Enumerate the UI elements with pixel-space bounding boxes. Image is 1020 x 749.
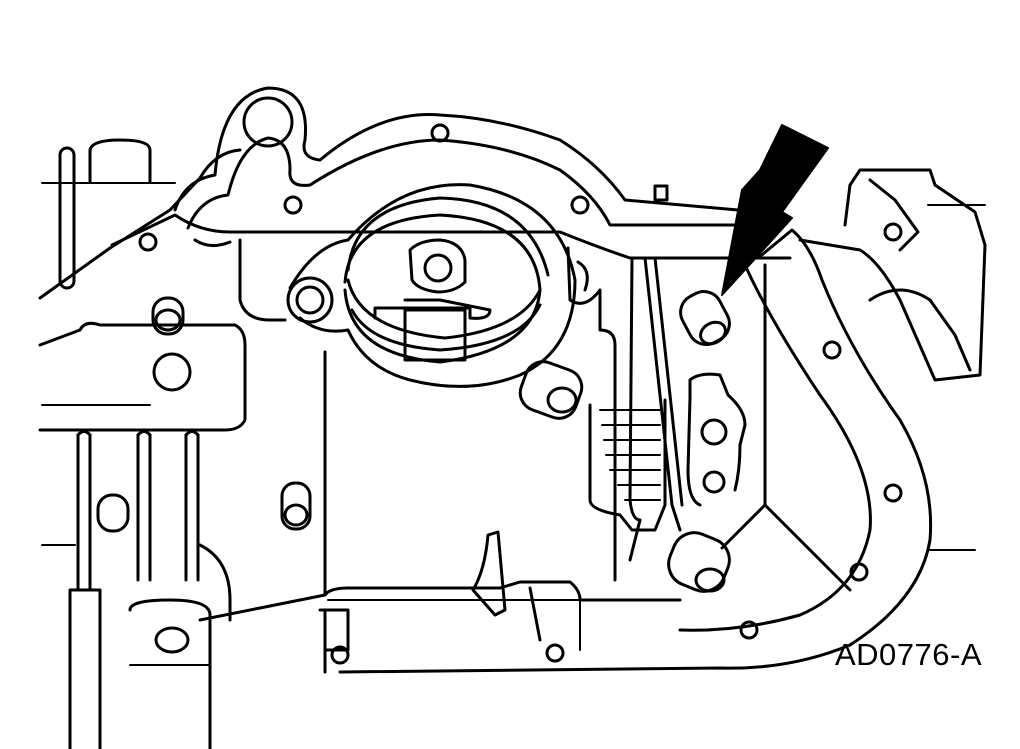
left-block-structure [38, 138, 312, 749]
figure-reference-code: AD0776-A [834, 637, 982, 672]
front-cover-housing [110, 86, 792, 260]
crankshaft-seal-bore [286, 183, 577, 388]
oil-pump-body [323, 246, 747, 601]
callout-arrow-icon [721, 124, 829, 296]
dowel-pins [667, 290, 731, 593]
lower-rail [198, 530, 682, 674]
oil-pan-flange [330, 168, 987, 674]
